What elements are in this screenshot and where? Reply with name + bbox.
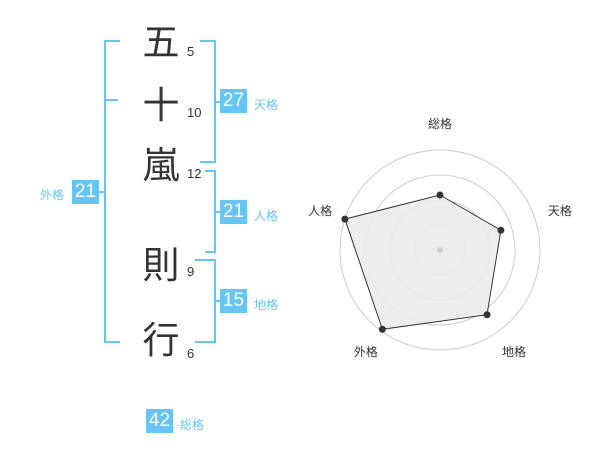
name-char-4: 則: [142, 244, 180, 287]
radar-point-4: [378, 325, 386, 333]
stroke-count-1: 5: [187, 44, 195, 59]
radar-point-2: [497, 226, 505, 234]
stroke-count-3: 12: [187, 166, 202, 181]
name-char-2: 十: [142, 84, 180, 127]
soukaku-value: 42: [146, 409, 173, 433]
radar-axis-label-4: 外格: [354, 344, 378, 359]
tenkaku-label: 天格: [254, 98, 279, 112]
gaikaku-bracket-tick: [104, 99, 118, 101]
tenkaku-bracket-connector: [214, 101, 220, 103]
radar-polygon: [344, 194, 502, 330]
radar-point-3: [483, 311, 491, 319]
gaikaku-label: 外格: [40, 188, 65, 202]
soukaku-label: 総格: [180, 418, 205, 432]
chikaku-value: 15: [220, 289, 247, 313]
gaikaku-bracket: [104, 40, 120, 343]
radar-axis-label-5: 人格: [308, 203, 332, 218]
radar-center-dot: [437, 247, 443, 253]
chikaku-bracket-connector: [214, 300, 220, 302]
jinkaku-label: 人格: [254, 209, 279, 223]
radar-points: [341, 191, 505, 333]
radar-axis-label-2: 天格: [548, 203, 572, 218]
radar-axis-label-3: 地格: [502, 344, 526, 359]
jinkaku-value: 21: [220, 200, 247, 224]
radar-ring-4: [339, 149, 541, 351]
name-char-3: 嵐: [142, 144, 180, 187]
stroke-count-5: 6: [187, 346, 195, 361]
tenkaku-value: 27: [220, 89, 247, 113]
stroke-count-2: 10: [187, 105, 202, 120]
stroke-count-4: 9: [187, 264, 195, 279]
gaikaku-value: 21: [72, 180, 99, 204]
radar-point-1: [436, 191, 444, 199]
jinkaku-bracket-connector: [214, 211, 220, 213]
name-char-1: 五: [142, 21, 180, 64]
name-char-5: 行: [142, 319, 180, 362]
radar-axis-label-1: 総格: [428, 116, 452, 131]
radar-point-5: [341, 215, 349, 223]
gaikaku-bracket-connector: [99, 191, 105, 193]
chikaku-label: 地格: [254, 298, 279, 312]
